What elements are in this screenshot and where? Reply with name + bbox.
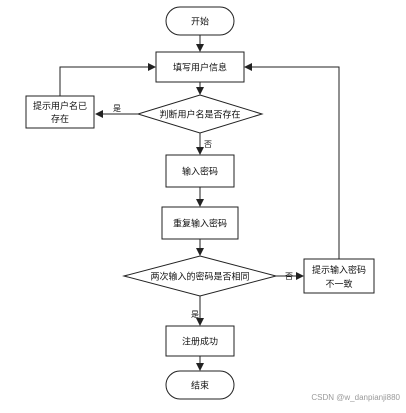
repeat-password-label: 重复输入密码 — [173, 218, 227, 230]
repeat-password-node — [161, 206, 239, 240]
end-label: 结束 — [191, 380, 209, 392]
success-node — [165, 325, 235, 357]
mismatch-hint-label-1: 提示输入密码 — [312, 264, 366, 276]
edge-exists-to-fill — [59, 63, 156, 96]
mismatch-hint-label-2: 不一致 — [325, 278, 352, 290]
exists-hint-label-1: 提示用户名已 — [33, 100, 87, 112]
enter-password-node — [165, 154, 235, 188]
compare-password-label: 两次输入的密码是否相同 — [150, 271, 249, 283]
start-label: 开始 — [191, 16, 209, 28]
end-node — [165, 370, 235, 400]
edge-mismatch-to-fill — [244, 63, 340, 259]
check-exists-label: 判断用户名是否存在 — [159, 109, 240, 121]
no-label-2: 否 — [285, 272, 293, 281]
exists-hint-label-2: 存在 — [51, 113, 69, 125]
yes-label-2: 是 — [191, 310, 199, 319]
exists-hint-node — [25, 95, 95, 129]
enter-password-label: 输入密码 — [182, 166, 218, 178]
watermark: CSDN @w_danpianji880 — [311, 393, 400, 402]
fill-info-label: 填写用户信息 — [173, 62, 227, 74]
no-label-1: 否 — [204, 140, 212, 149]
yes-label-1: 是 — [113, 104, 121, 113]
success-label: 注册成功 — [182, 336, 218, 348]
fill-info-node — [155, 51, 245, 83]
